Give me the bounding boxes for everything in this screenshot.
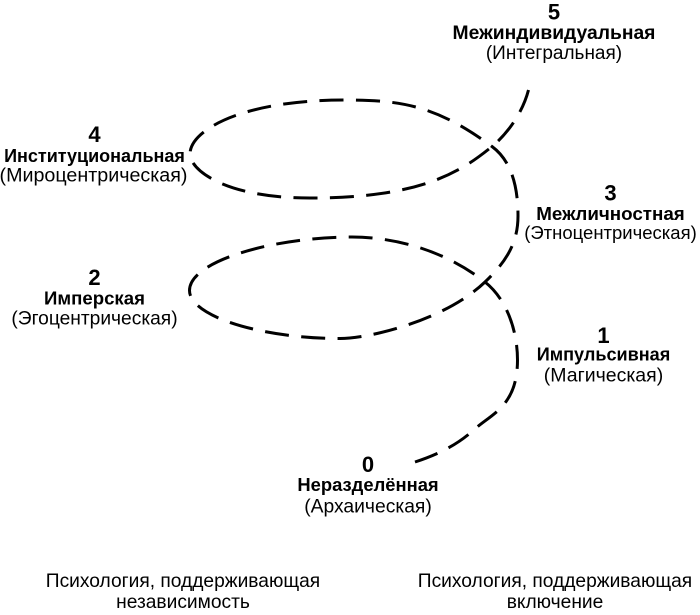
svg-text:Имперская: Имперская: [44, 288, 145, 309]
svg-text:(Магическая): (Магическая): [544, 365, 663, 387]
svg-text:Неразделённая: Неразделённая: [297, 474, 438, 495]
svg-text:Импульсивная: Импульсивная: [537, 345, 671, 365]
svg-text:(Интегральная): (Интегральная): [486, 43, 622, 64]
svg-text:(Эгоцентрическая): (Эгоцентрическая): [11, 309, 177, 330]
svg-text:2: 2: [88, 265, 100, 290]
svg-text:3: 3: [604, 181, 616, 206]
svg-text:1: 1: [597, 323, 609, 348]
svg-text:Межличностная: Межличностная: [536, 203, 685, 224]
svg-text:(Этноцентрическая): (Этноцентрическая): [524, 222, 697, 243]
svg-text:(Мироцентрическая): (Мироцентрическая): [0, 165, 187, 187]
svg-text:5: 5: [548, 0, 560, 25]
svg-text:Психология, поддерживающая: Психология, поддерживающая: [46, 571, 320, 592]
svg-text:0: 0: [362, 452, 374, 477]
svg-text:(Архаическая): (Архаическая): [304, 496, 432, 517]
svg-text:Психология, поддерживающая: Психология, поддерживающая: [418, 571, 692, 592]
svg-text:включение: включение: [507, 592, 604, 613]
svg-text:независимость: независимость: [116, 592, 250, 613]
svg-text:Институциональная: Институциональная: [4, 146, 185, 166]
svg-text:4: 4: [88, 122, 101, 147]
svg-text:Межиндивидуальная: Межиндивидуальная: [453, 23, 656, 44]
